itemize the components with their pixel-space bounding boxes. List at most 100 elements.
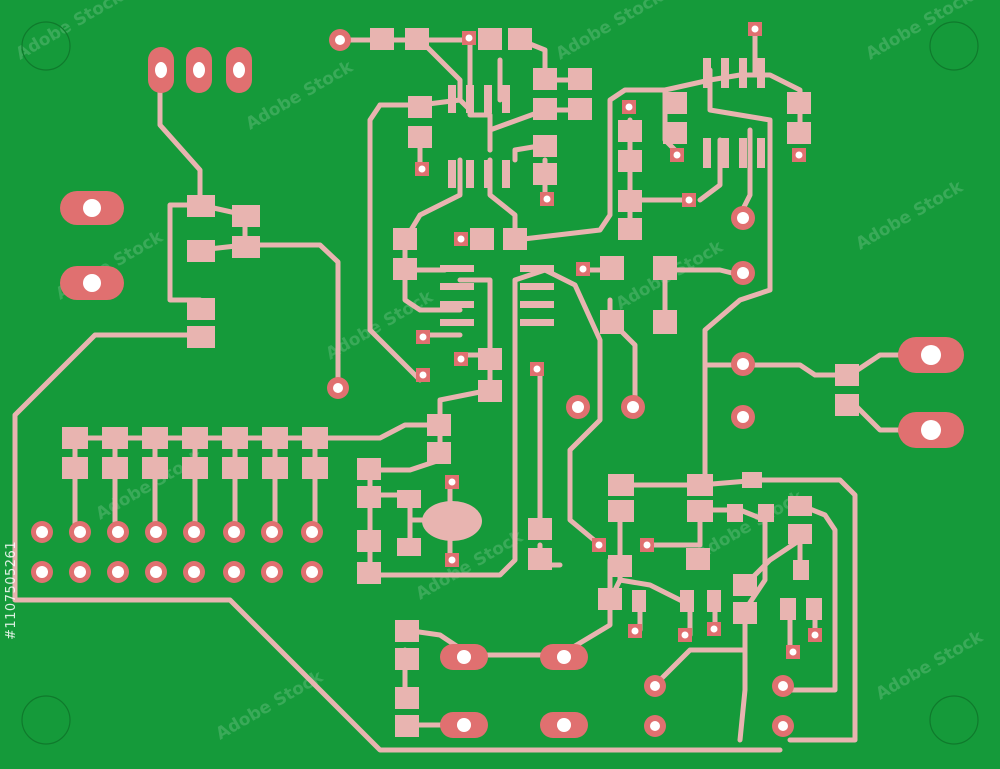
drill-hole: [572, 401, 584, 413]
drill-hole: [74, 566, 86, 578]
drill-hole: [778, 721, 788, 731]
smd-pad: [663, 92, 687, 114]
ic-pin: [448, 160, 456, 188]
smd-pad: [187, 240, 215, 262]
smd-pad: [427, 414, 451, 436]
smd-pad: [733, 602, 757, 624]
drill-hole: [737, 212, 749, 224]
smd-pad: [618, 150, 642, 172]
ic-pin: [440, 283, 474, 290]
drill-holes: [36, 25, 941, 732]
ic-pin: [721, 58, 729, 88]
mounting-hole: [929, 695, 979, 745]
smd-pad: [302, 457, 328, 479]
via-hole: [685, 196, 693, 204]
smd-pad: [687, 500, 713, 522]
drill-hole: [306, 566, 318, 578]
drill-hole: [74, 526, 86, 538]
smd-pad: [742, 472, 762, 488]
smd-pad: [503, 228, 527, 250]
via-hole: [457, 235, 465, 243]
smd-pad: [182, 427, 208, 449]
ic-pin: [703, 58, 711, 88]
smd-pad: [470, 228, 494, 250]
smd-pad: [663, 122, 687, 144]
ic-pin: [721, 138, 729, 168]
drill-hole: [112, 526, 124, 538]
smd-pad: [618, 190, 642, 212]
drill-hole: [557, 650, 571, 664]
ic-pin: [757, 138, 765, 168]
smd-pad: [478, 380, 502, 402]
smd-pad: [357, 458, 381, 480]
via-hole: [595, 541, 603, 549]
via-hole: [795, 151, 803, 159]
smd-pad: [568, 98, 592, 120]
smd-pad: [787, 122, 811, 144]
ic-pin: [739, 58, 747, 88]
drill-hole: [36, 526, 48, 538]
smd-pad: [600, 310, 624, 334]
smd-pad: [102, 427, 128, 449]
drill-hole: [333, 383, 343, 393]
mounting-hole: [21, 695, 71, 745]
smd-pad: [187, 195, 215, 217]
mounting-holes: [21, 21, 979, 745]
smd-pad: [232, 236, 260, 258]
drill-hole: [457, 650, 471, 664]
smd-pad: [222, 457, 248, 479]
smd-pad: [788, 496, 812, 516]
smd-pad: [395, 648, 419, 670]
smd-pad: [222, 427, 248, 449]
ic-pin: [448, 85, 456, 113]
smd-pad: [142, 457, 168, 479]
smd-pad: [357, 530, 381, 552]
smd-pad: [787, 92, 811, 114]
via-hole: [643, 541, 651, 549]
smd-pad: [686, 548, 710, 570]
smd-pad: [62, 427, 88, 449]
via-hole: [533, 365, 541, 373]
smd-pad: [528, 548, 552, 570]
drill-hole: [188, 526, 200, 538]
smd-pad: [733, 574, 757, 596]
drill-hole: [83, 199, 101, 217]
via-hole: [751, 25, 759, 33]
ic-pin: [502, 85, 510, 113]
smd-pad: [393, 258, 417, 280]
smd-pad: [508, 28, 532, 50]
drill-hole: [627, 401, 639, 413]
drill-hole: [112, 566, 124, 578]
drill-hole: [155, 62, 167, 78]
drill-hole: [335, 35, 345, 45]
smd-pad: [395, 620, 419, 642]
smd-pad: [478, 348, 502, 370]
drill-hole: [921, 345, 941, 365]
smd-pad: [568, 68, 592, 90]
smd-pad: [102, 457, 128, 479]
smd-pad: [618, 120, 642, 142]
smd-pad: [187, 326, 215, 348]
ic-pin: [484, 85, 492, 113]
smd-pad: [397, 538, 421, 556]
smd-pad: [427, 442, 451, 464]
smd-pad: [653, 256, 677, 280]
drill-hole: [228, 526, 240, 538]
drill-hole: [228, 566, 240, 578]
drill-hole: [921, 420, 941, 440]
smd-pad: [780, 598, 796, 620]
via-hole: [457, 355, 465, 363]
via-hole: [673, 151, 681, 159]
smd-pad: [395, 715, 419, 737]
via-hole: [465, 34, 473, 42]
smd-pad: [727, 504, 743, 522]
via-hole: [681, 631, 689, 639]
smd-pad: [608, 555, 632, 577]
smd-pad: [370, 28, 394, 50]
smd-pad: [187, 298, 215, 320]
smd-pad: [478, 28, 502, 50]
smd-pad: [687, 474, 713, 496]
smd-pad: [182, 457, 208, 479]
smd-pad: [395, 687, 419, 709]
